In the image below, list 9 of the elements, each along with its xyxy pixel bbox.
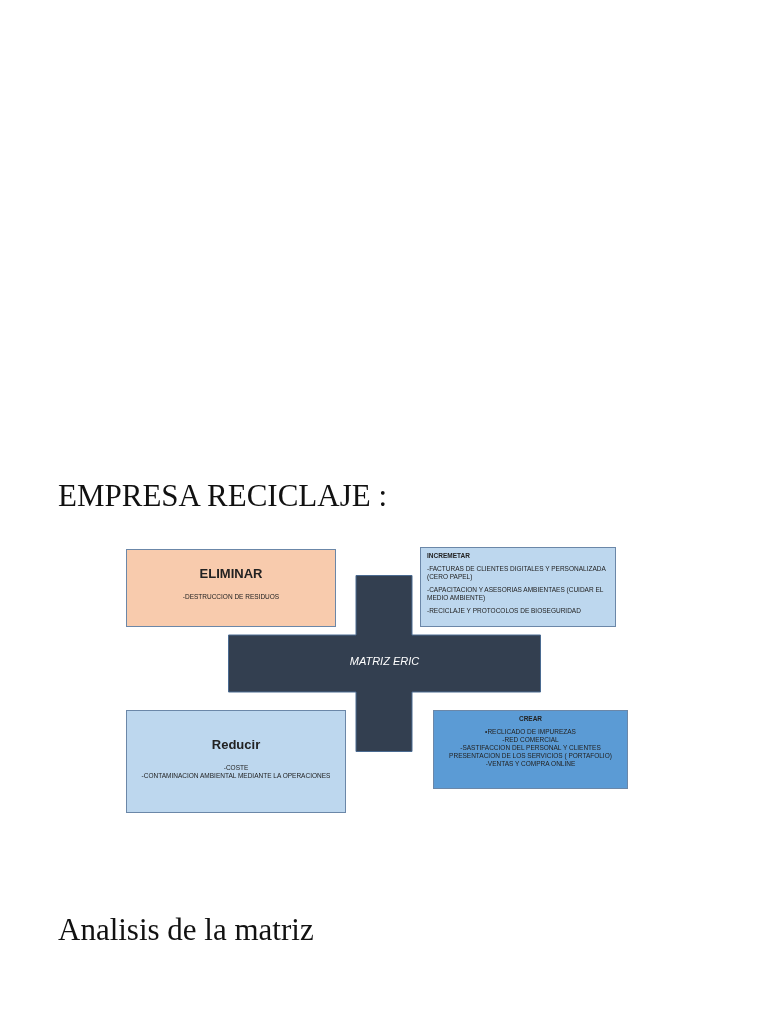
- heading: Analisis de la matriz: [58, 912, 314, 948]
- quadrant-box: [433, 710, 628, 789]
- cross-label: MATRIZ ERIC: [348, 655, 421, 667]
- heading: EMPRESA RECICLAJE :: [58, 478, 387, 514]
- box-heading: ELIMINAR: [198, 566, 264, 583]
- quadrant-box: [420, 547, 616, 627]
- quadrant-box: [126, 710, 346, 813]
- quadrant-box: [126, 549, 336, 627]
- box-heading: Reducir: [210, 737, 262, 754]
